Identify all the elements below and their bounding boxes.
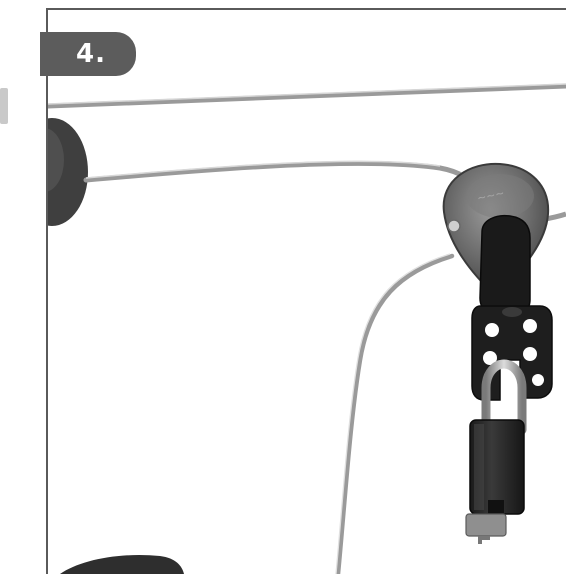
padlock-key — [465, 513, 507, 544]
locking-tab — [479, 214, 531, 319]
padlock-shackle — [481, 359, 527, 435]
cable-upper — [48, 83, 566, 109]
page-edge-mark — [0, 88, 8, 124]
padlock — [469, 419, 525, 515]
cable-middle — [83, 160, 481, 193]
step-number-label: 4. — [76, 39, 106, 69]
svg-text:~~~: ~~~ — [476, 186, 506, 204]
cable-descending — [335, 253, 455, 574]
step-number-badge: 4. — [40, 32, 136, 76]
bottom-lockout-device — [60, 554, 184, 574]
